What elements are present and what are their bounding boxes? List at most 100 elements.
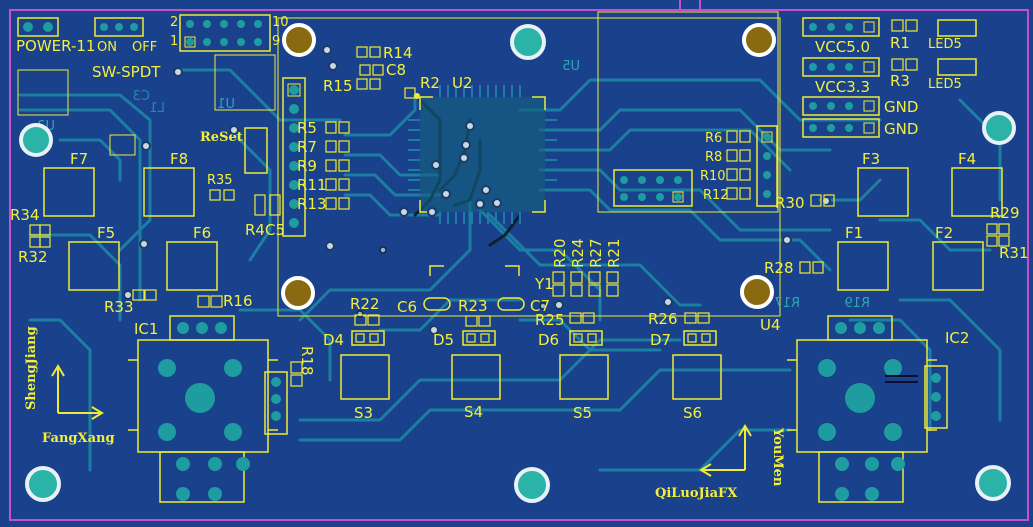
fuse-f4 — [951, 167, 1003, 217]
label-r2: R2 — [420, 74, 440, 92]
label-r5: R5 — [297, 119, 317, 137]
mounting-hole — [982, 111, 1016, 145]
label-r14: R14 — [383, 44, 413, 62]
mounting-hole — [25, 466, 61, 502]
label-r9: R9 — [297, 157, 317, 175]
label-r29: R29 — [990, 204, 1020, 222]
svg-text:R24: R24 — [569, 238, 587, 268]
label-r30: R30 — [775, 194, 805, 212]
label-r35: R35 — [207, 173, 233, 188]
label-r7: R7 — [297, 138, 317, 156]
label-f3: F3 — [862, 150, 880, 168]
label-f5: F5 — [97, 224, 115, 242]
label-c7: C7 — [530, 297, 550, 315]
mounting-hole — [19, 123, 53, 157]
mcu-side-header — [282, 77, 306, 237]
power-rail-headers — [802, 17, 880, 138]
label-r16: R16 — [223, 292, 253, 310]
label-gnd-1: GND — [884, 98, 918, 116]
label-d7: D7 — [650, 331, 671, 349]
label-led5-1: LED5 — [928, 37, 962, 52]
power-switch-header — [94, 17, 144, 37]
label-d5: D5 — [433, 331, 454, 349]
fuse-f6 — [166, 241, 218, 291]
vias — [123, 45, 831, 335]
joystick-ic1 — [128, 315, 288, 503]
label-fangxang: FangXang — [42, 431, 115, 446]
label-led5-2: LED5 — [928, 77, 962, 92]
fuse-f2 — [932, 241, 984, 291]
copper-traces — [18, 68, 1002, 472]
fuse-f1 — [837, 241, 889, 291]
label-f4: F4 — [958, 150, 976, 168]
mounting-hole — [510, 24, 546, 60]
label-u1: U1 — [217, 97, 235, 112]
svg-text:R21: R21 — [605, 238, 623, 268]
label-r33: R33 — [104, 298, 134, 316]
label-r13: R13 — [297, 195, 327, 213]
mounting-hole-gold — [742, 23, 776, 57]
label-r28: R28 — [764, 259, 794, 277]
label-shengjiang: ShengJiang — [24, 326, 39, 410]
label-r22: R22 — [350, 295, 380, 313]
label-r8: R8 — [705, 150, 722, 165]
label-r19: R19 — [844, 296, 870, 311]
module-outline-u5 — [277, 17, 781, 317]
label-r3: R3 — [890, 72, 910, 90]
label-ic1: IC1 — [134, 320, 158, 338]
label-ic2: IC2 — [945, 329, 969, 347]
label-u2: U2 — [452, 74, 473, 92]
label-r34: R34 — [10, 206, 40, 224]
label-sw-spdt: SW-SPDT — [92, 63, 161, 81]
pin-10: 10 — [272, 15, 289, 30]
label-s3: S3 — [354, 404, 373, 422]
label-f6: F6 — [193, 224, 211, 242]
axis-arrows-right — [699, 424, 752, 477]
label-d6: D6 — [538, 331, 559, 349]
label-r4: R4 — [245, 221, 265, 239]
label-c5: C5 — [265, 221, 285, 239]
fuse-f3 — [857, 167, 909, 217]
label-power-off: OFF — [132, 40, 157, 55]
label-f8: F8 — [170, 150, 188, 168]
board-outline — [9, 9, 1029, 521]
switch-s3 — [340, 354, 390, 400]
mounting-hole — [514, 467, 550, 503]
mounting-hole-gold — [281, 276, 315, 310]
svg-text:C3: C3 — [133, 89, 150, 104]
label-r31: R31 — [999, 244, 1029, 262]
mounting-hole-gold — [282, 23, 316, 57]
label-qiluojiafx: QiLuoJiaFX — [655, 486, 738, 501]
label-r12: R12 — [703, 188, 729, 203]
label-f7: F7 — [70, 150, 88, 168]
label-r11: R11 — [297, 176, 327, 194]
fuse-f7 — [43, 167, 95, 217]
label-r18: R18 — [298, 346, 316, 376]
fuse-f5 — [68, 241, 120, 291]
mounting-hole — [975, 465, 1011, 501]
pin-2: 2 — [170, 15, 178, 30]
label-gnd-2: GND — [884, 120, 918, 138]
label-r23: R23 — [458, 297, 488, 315]
mcu-left-resistors: R5 R7 R9 R11 R13 — [297, 119, 350, 213]
label-u5: U5 — [562, 59, 580, 74]
fuse-f8 — [143, 167, 195, 217]
label-youmen: YouMen — [770, 427, 785, 487]
resistor-column-r20-r21: R20 R24 R27 R21 — [551, 238, 623, 297]
label-c6: C6 — [397, 298, 417, 316]
label-r6: R6 — [705, 131, 722, 146]
label-vcc50: VCC5.0 — [815, 38, 870, 56]
joystick-ic2 — [787, 315, 948, 503]
label-s5: S5 — [573, 404, 592, 422]
label-r32: R32 — [18, 248, 48, 266]
diodes — [351, 330, 717, 346]
label-s4: S4 — [464, 403, 483, 421]
switch-s4 — [451, 354, 501, 400]
jtag-header — [179, 14, 271, 52]
label-vcc33: VCC3.3 — [815, 78, 870, 96]
crystal-y1 — [423, 265, 525, 311]
label-r26: R26 — [648, 310, 678, 328]
label-r10: R10 — [700, 169, 726, 184]
label-r1: R1 — [890, 34, 910, 52]
